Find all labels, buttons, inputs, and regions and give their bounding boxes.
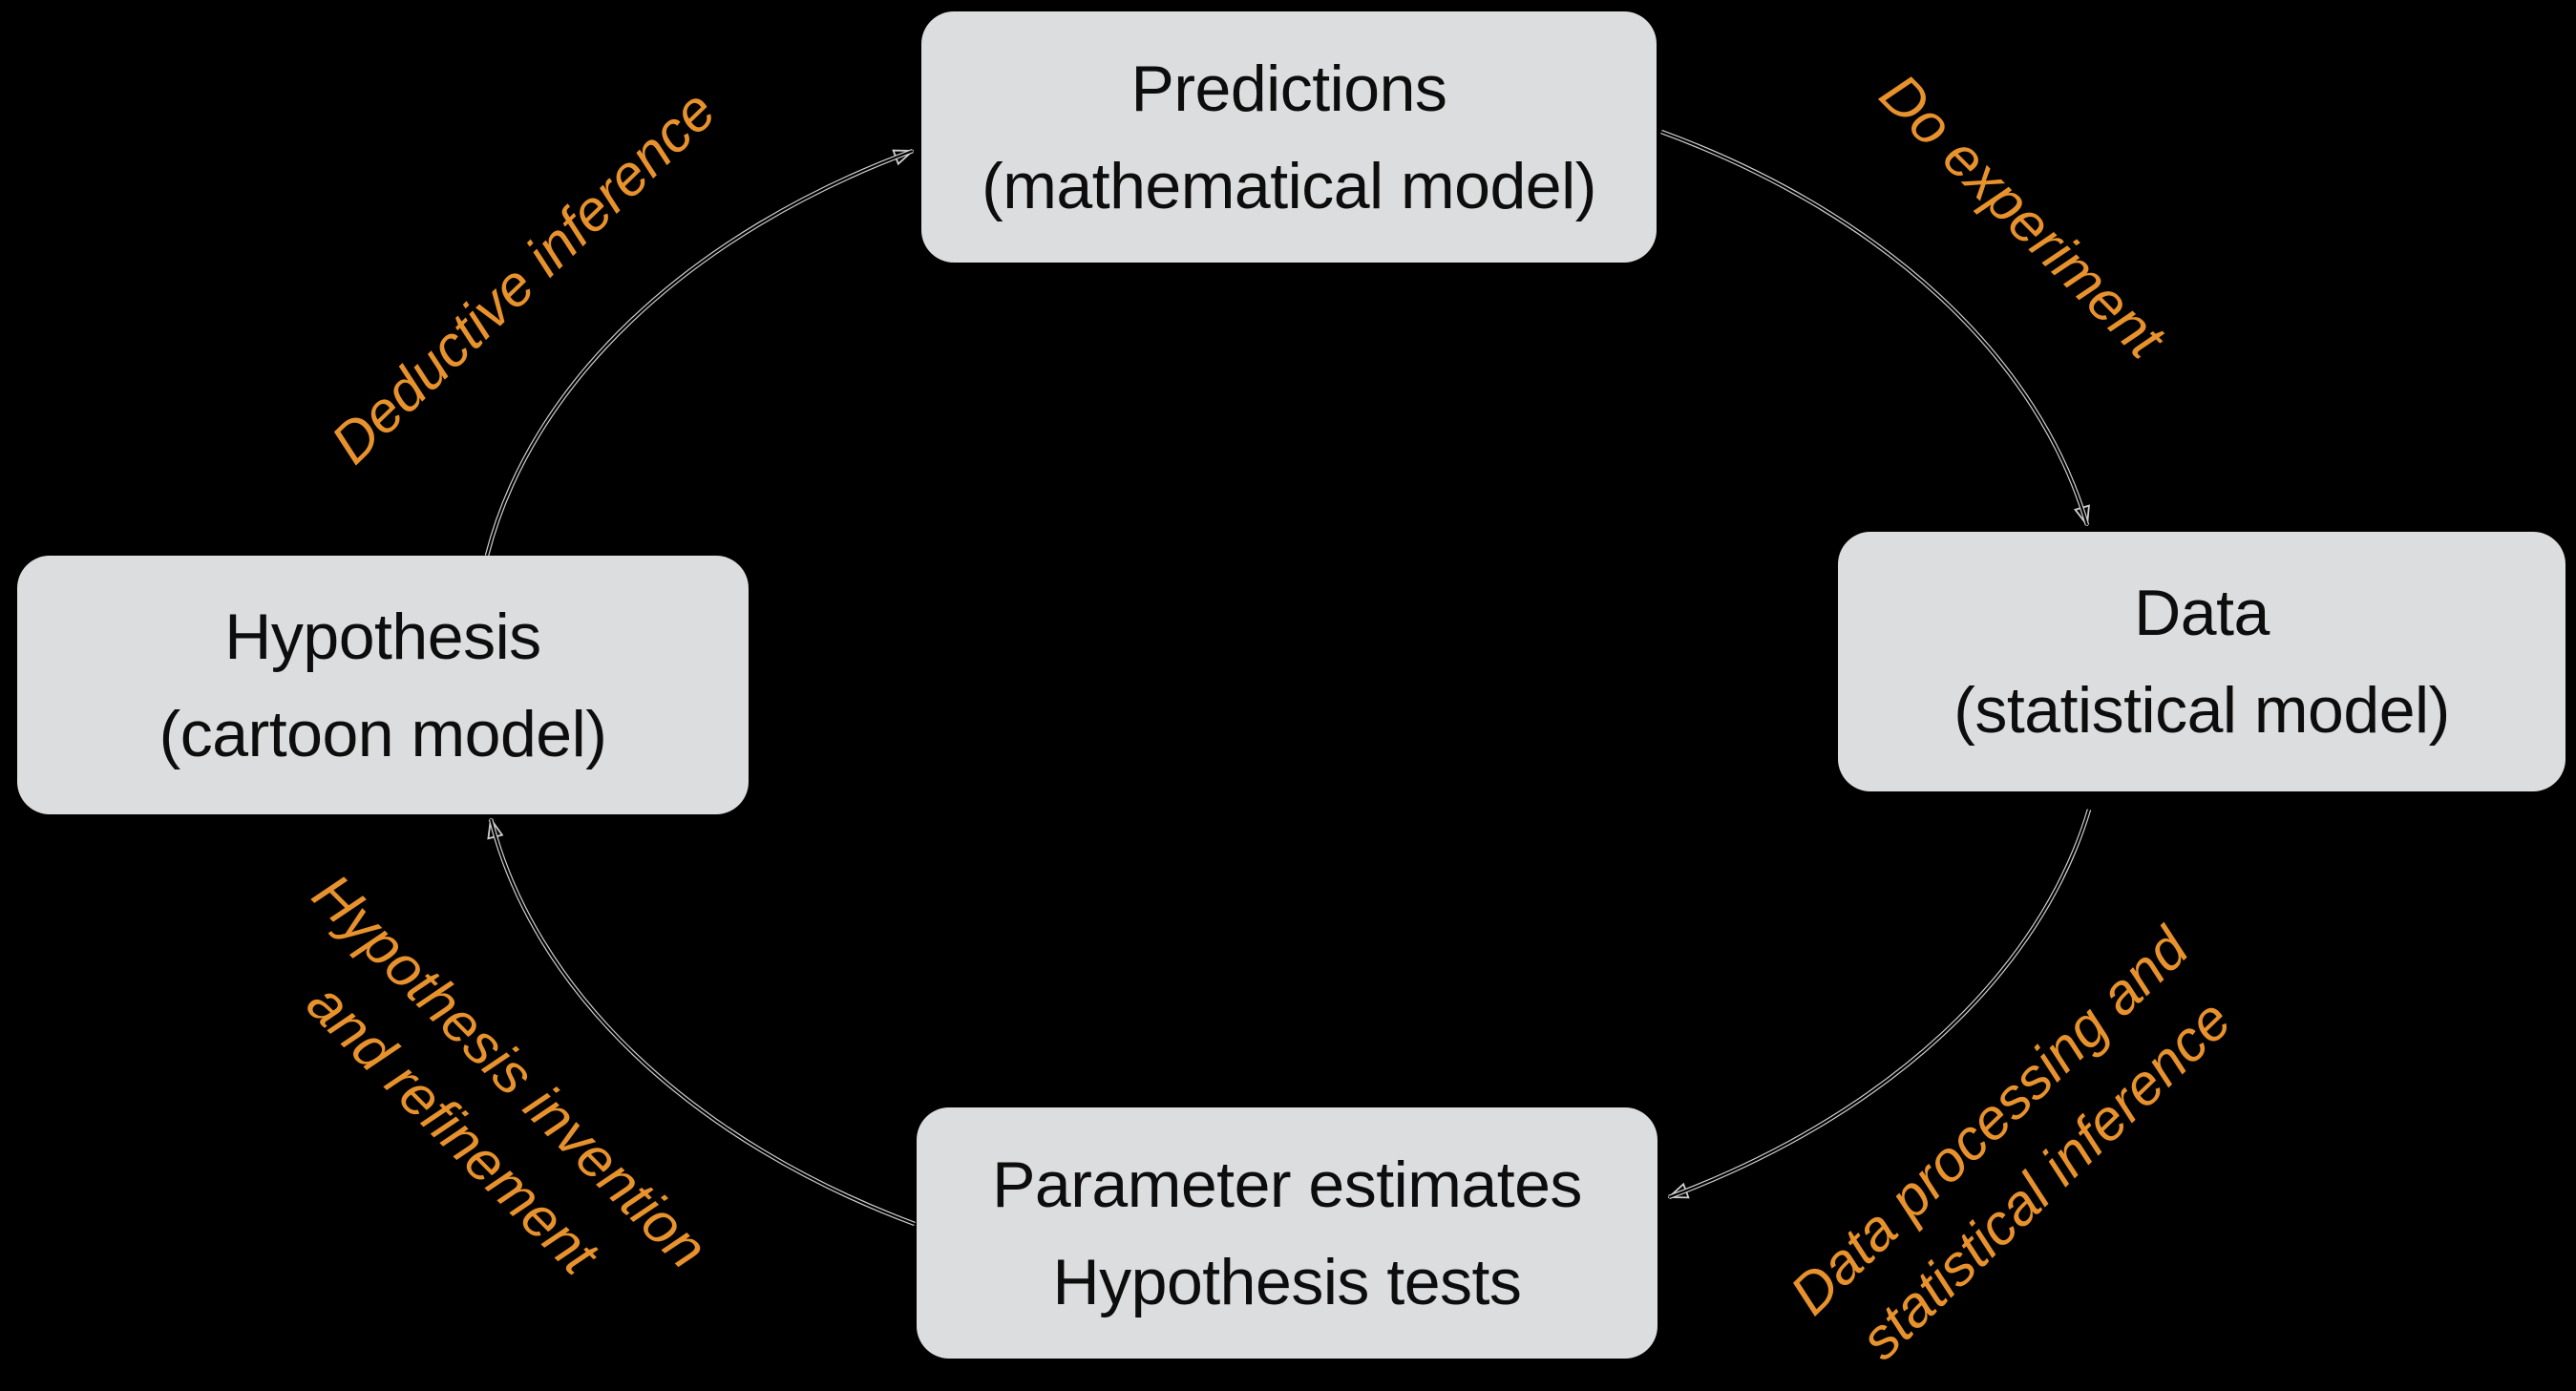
node-hypothesis: Hypothesis (cartoon model) [17, 556, 749, 814]
node-data-title: Data [2134, 577, 2270, 649]
arc-predictions-to-data-gap [1660, 130, 2089, 526]
node-parameter-estimates-subtitle: Hypothesis tests [1052, 1245, 1522, 1318]
arc-parameter-estimates-to-hypothesis-gap [489, 818, 916, 1226]
node-parameter-estimates: Parameter estimates Hypothesis tests [917, 1107, 1658, 1359]
node-predictions-title: Predictions [1130, 52, 1447, 125]
arc-hypothesis-to-predictions-gap [485, 149, 914, 557]
node-predictions-subtitle: (mathematical model) [982, 149, 1596, 222]
node-hypothesis-title: Hypothesis [224, 600, 541, 673]
cycle-diagram: Predictions (mathematical model) Data (s… [17, 11, 2565, 1372]
node-hypothesis-subtitle: (cartoon model) [158, 697, 607, 770]
node-predictions: Predictions (mathematical model) [921, 11, 1657, 263]
node-data-subtitle: (statistical model) [1953, 674, 2450, 747]
node-data: Data (statistical model) [1838, 532, 2565, 791]
arc-data-to-parameter-estimates-gap [1668, 809, 2091, 1199]
cycle-arrows [484, 129, 2092, 1227]
node-parameter-estimates-title: Parameter estimates [992, 1148, 1582, 1221]
